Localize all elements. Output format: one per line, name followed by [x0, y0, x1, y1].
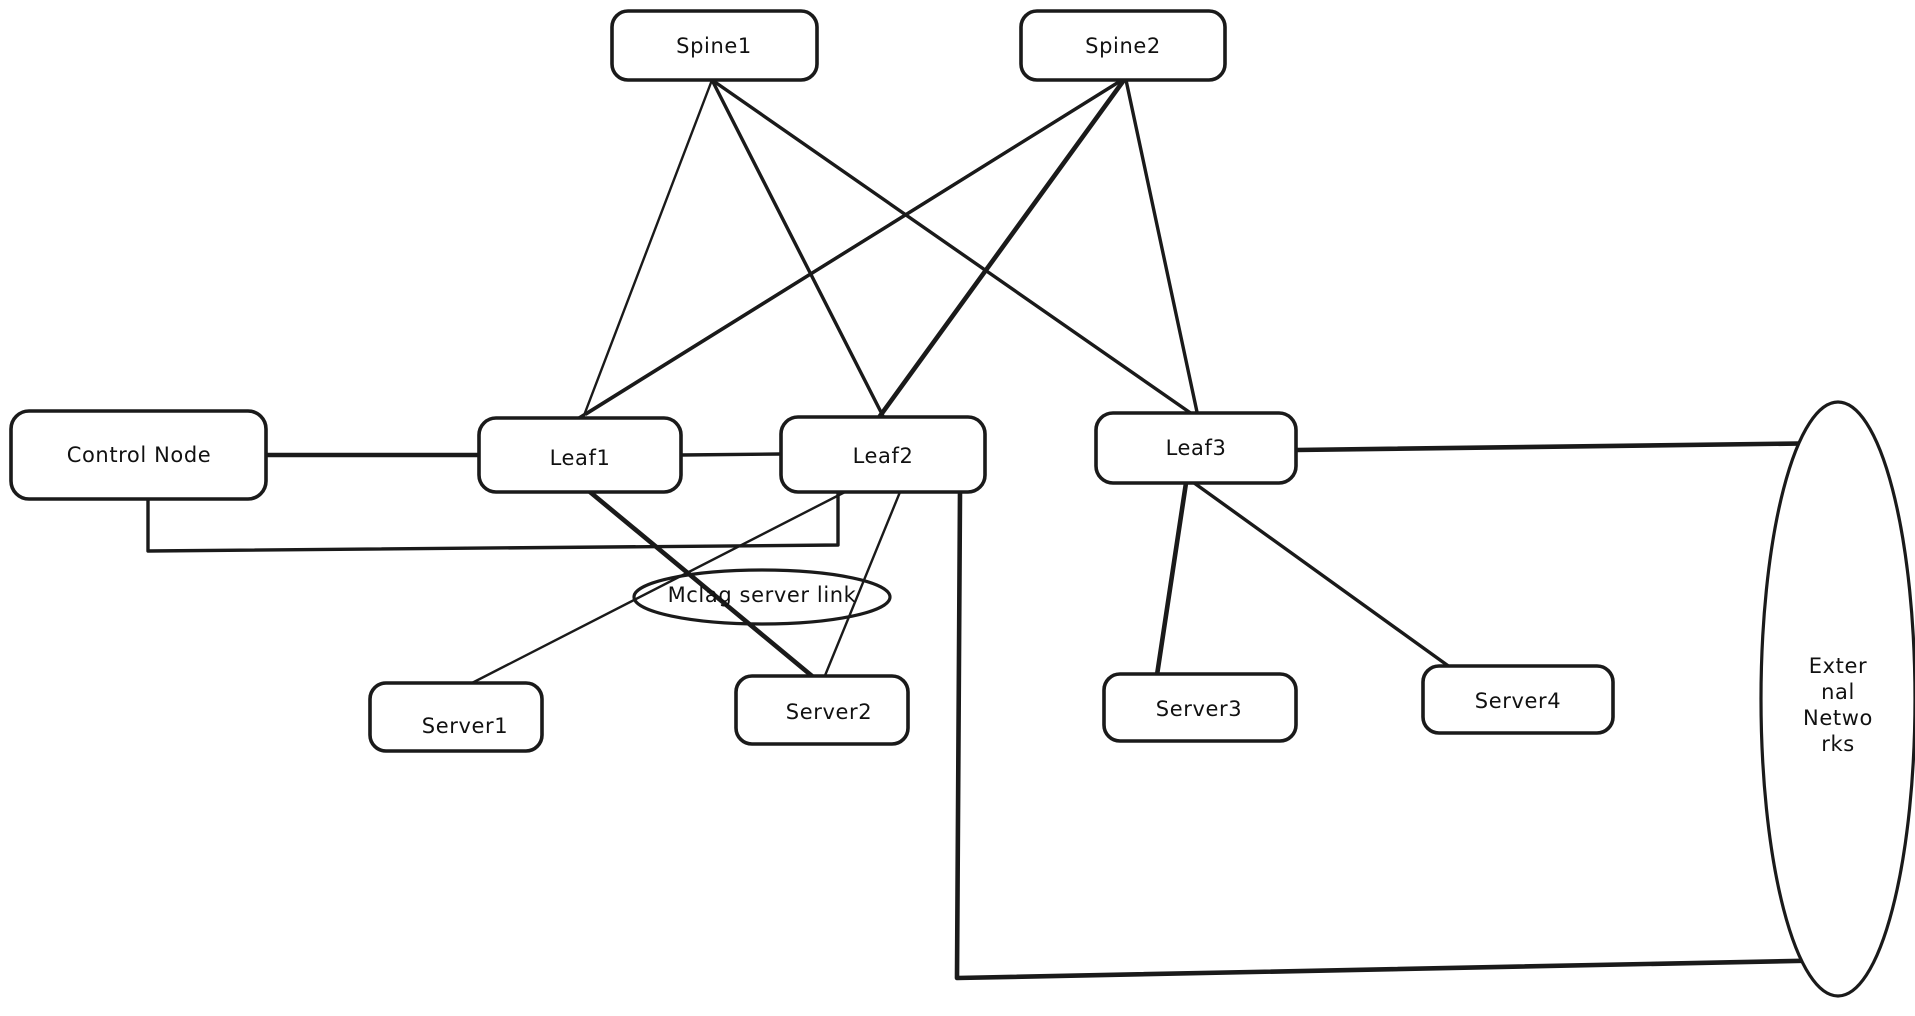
- node-control-node-box: [9, 409, 268, 501]
- edge-layer: [146, 77, 1846, 981]
- node-leaf3-label: Leaf3: [1166, 436, 1227, 460]
- node-external-networks-line4: rks: [1821, 732, 1855, 756]
- node-leaf3[interactable]: Leaf3: [1094, 411, 1298, 485]
- node-server1-box: [368, 681, 544, 753]
- node-spine1-box: [610, 9, 819, 82]
- node-spine2-box: [1019, 9, 1227, 82]
- node-server3-label: Server3: [1156, 697, 1242, 721]
- node-server4[interactable]: Server4: [1421, 664, 1615, 735]
- edge-leaf1-server2: [587, 489, 815, 679]
- node-mclag-label: Mclag server link: [668, 583, 857, 607]
- node-leaf1-label: Leaf1: [550, 446, 611, 470]
- node-server1-label: Server1: [422, 714, 508, 738]
- edge-leaf3-external: [1293, 440, 1841, 453]
- node-spine1-label: Spine1: [676, 34, 752, 58]
- node-mclag-ellipse: [632, 568, 892, 626]
- edge-spine2-leaf1-b: [576, 79, 1122, 420]
- edge-leaf3-server4: [1188, 478, 1474, 685]
- node-external-networks-line1: Exter: [1809, 654, 1867, 678]
- node-leaf2[interactable]: Leaf2: [779, 415, 987, 494]
- node-spine1[interactable]: Spine1: [610, 9, 819, 82]
- edge-spine1-leaf3: [710, 78, 1194, 416]
- node-server4-label: Server4: [1475, 689, 1561, 713]
- node-leaf3-box: [1094, 411, 1298, 485]
- node-external-networks-line3: Netwo: [1803, 706, 1873, 730]
- node-leaf1-box: [477, 416, 683, 494]
- edge-spine1-leaf1: [581, 78, 714, 420]
- node-spine2[interactable]: Spine2: [1019, 9, 1227, 82]
- edge-leaf2-server2: [822, 490, 902, 680]
- node-external-networks-shape: [1759, 400, 1915, 998]
- edge-leaf3-server3: [1154, 480, 1189, 678]
- edge-spine2-leaf2: [877, 77, 1127, 419]
- node-server2[interactable]: Server2: [734, 674, 910, 746]
- node-external-networks[interactable]: Exter nal Netwo rks: [1759, 400, 1915, 998]
- node-spine2-label: Spine2: [1085, 34, 1161, 58]
- node-leaf1[interactable]: Leaf1: [477, 416, 683, 494]
- edge-leaf2-server1: [468, 490, 847, 686]
- node-server3-box: [1102, 672, 1298, 743]
- node-server3[interactable]: Server3: [1102, 672, 1298, 743]
- node-server2-label: Server2: [786, 700, 872, 724]
- node-leaf2-label: Leaf2: [853, 444, 914, 468]
- edge-control-leaf2: [146, 488, 840, 553]
- node-server1[interactable]: Server1: [368, 681, 544, 753]
- node-control-node-label: Control Node: [67, 443, 212, 467]
- edge-spine1-leaf2: [710, 78, 887, 422]
- edge-leaf2-external: [954, 489, 1846, 981]
- node-server4-box: [1421, 664, 1615, 735]
- edge-leaf1-leaf2: [679, 452, 783, 457]
- node-external-networks-line2: nal: [1821, 680, 1855, 704]
- node-mclag-server-link[interactable]: Mclag server link: [632, 568, 892, 626]
- node-leaf2-box: [779, 415, 987, 494]
- node-server2-box: [734, 674, 910, 746]
- node-control-node[interactable]: Control Node: [9, 409, 268, 501]
- edge-spine2-leaf3: [1124, 78, 1199, 414]
